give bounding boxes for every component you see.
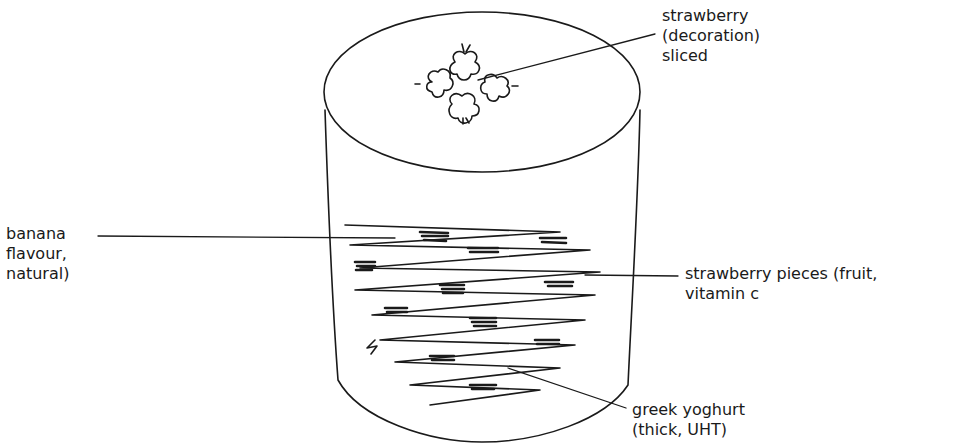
callout-label: strawberry (decoration) sliced <box>662 6 782 66</box>
yoghurt-swirls <box>345 225 600 405</box>
strawberry-slices <box>415 44 518 124</box>
strawberry-pieces-hatching <box>355 232 573 389</box>
leader-line <box>508 368 626 408</box>
callout-label: banana flavour, natural) <box>6 224 96 284</box>
leader-line <box>98 236 395 238</box>
pot-lid <box>324 12 640 172</box>
callout-label: strawberry pieces (fruit, vitamin c <box>685 264 890 304</box>
callout-label: greek yoghurt (thick, UHT) <box>632 400 772 440</box>
leader-lines <box>98 34 678 408</box>
leader-line <box>478 34 655 80</box>
leader-line <box>585 275 678 276</box>
pot-body <box>325 110 640 442</box>
